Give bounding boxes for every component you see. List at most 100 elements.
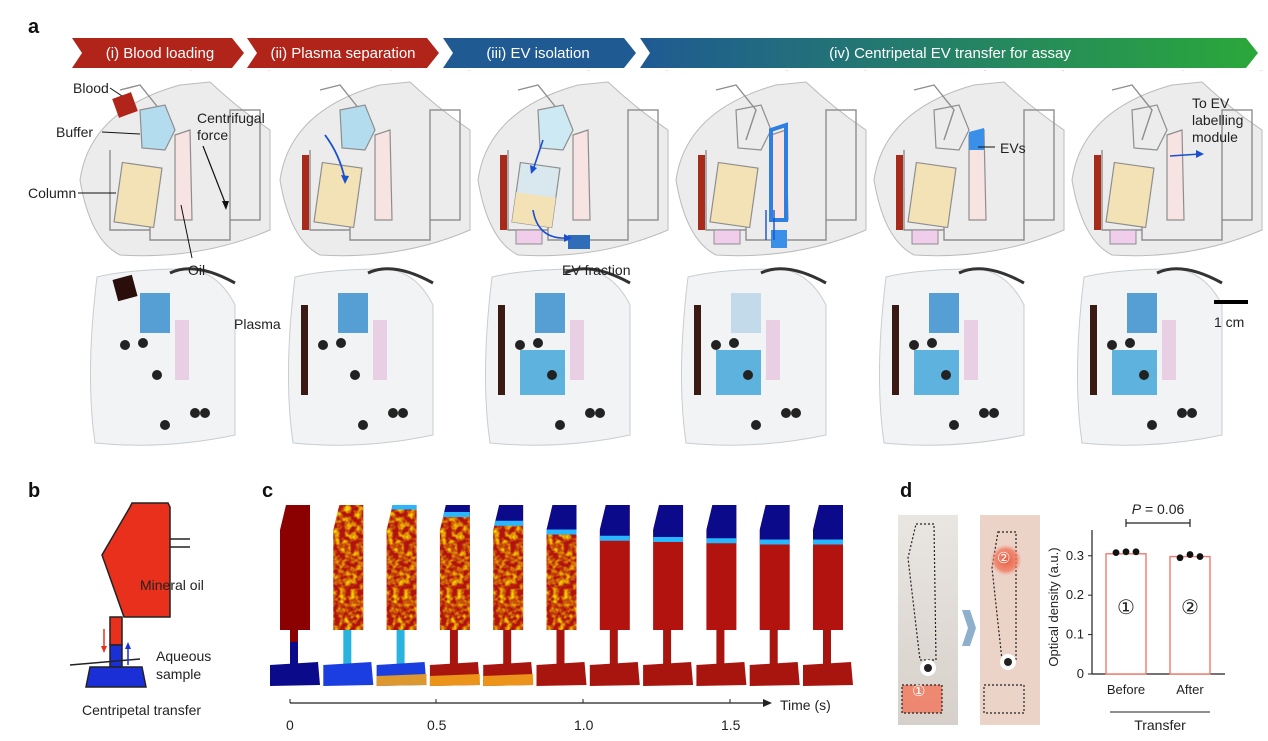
bar-label-2: ② <box>1181 597 1199 619</box>
panel-label-b: b <box>28 480 41 502</box>
stage-banner: (i) Blood loading (ii) Plasma separation… <box>72 38 1258 68</box>
aqueous-reservoir <box>85 666 147 688</box>
buffer-chamber <box>735 104 772 151</box>
chip-schematic-1 <box>79 70 271 257</box>
blood-chamber <box>112 92 138 118</box>
p-value-annotation: P = 0.06 <box>1132 501 1185 517</box>
column-chamber <box>113 161 163 229</box>
buffer-chamber <box>139 104 176 151</box>
oil-chamber <box>1166 129 1185 221</box>
plasma-strip <box>1094 155 1101 230</box>
tick-1-0: 1.0 <box>574 717 594 733</box>
tick-0-5: 0.5 <box>427 717 447 733</box>
panel-label-a: a <box>28 16 40 38</box>
sim-frame-2 <box>323 505 374 686</box>
oil-channel <box>109 616 123 646</box>
tick-0: 0 <box>286 717 294 733</box>
data-point <box>1196 553 1204 560</box>
oil-chamber <box>374 129 393 221</box>
column-chamber <box>313 161 363 229</box>
arrow-chevron <box>962 610 976 646</box>
column-chamber <box>907 161 957 229</box>
label-mineral-oil: Mineral oil <box>140 577 204 593</box>
buffer-chamber <box>1131 104 1168 151</box>
column-chamber <box>709 161 759 229</box>
chip-photos <box>89 267 1223 446</box>
panel-a-leader-lines <box>78 87 995 259</box>
stage-label-1: (i) Blood loading <box>106 45 214 62</box>
category-label-2: After <box>1176 682 1204 697</box>
chip-photo-5 <box>878 267 1025 446</box>
panel-c-simulation <box>270 505 853 707</box>
photo-marker-1: ① <box>912 683 926 700</box>
label-plasma: Plasma <box>234 316 281 332</box>
ytick-label-2: 0.2 <box>1066 587 1084 602</box>
bar-label-1: ① <box>1117 597 1135 619</box>
buffer-chamber <box>933 104 970 151</box>
column-chamber <box>1105 161 1155 229</box>
plasma-strip <box>698 155 705 230</box>
stage-arrow-1 <box>72 38 244 68</box>
ytick-label-0: 0 <box>1077 666 1084 681</box>
category-label-1: Before <box>1107 682 1145 697</box>
sim-frame-11 <box>803 505 853 686</box>
x-axis-label: Transfer <box>1134 717 1186 733</box>
aqueous-channel <box>109 644 123 668</box>
axis-label-time: Time (s) <box>780 697 831 713</box>
sim-frame-7 <box>589 505 640 686</box>
chip-photo-1 <box>89 267 236 446</box>
stage-arrow-3 <box>443 38 636 68</box>
sim-frame-4 <box>429 505 480 686</box>
bar-before <box>1105 553 1147 675</box>
label-aqueous-sample: Aqueous sample <box>156 648 212 682</box>
label-centrifugal-force: Centrifugal force <box>197 110 265 143</box>
stage-arrow-4 <box>640 38 1258 68</box>
chip-photo-6 <box>1076 267 1223 446</box>
sim-frame-8 <box>643 505 694 686</box>
ytick-label-1: 0.1 <box>1066 627 1084 642</box>
tick-1-5: 1.5 <box>721 717 741 733</box>
label-ev-fraction: EV fraction <box>562 262 631 278</box>
sim-frame-10 <box>749 505 800 686</box>
label-to-ev-module: To EV labelling module <box>1192 95 1244 145</box>
chip-schematic-2 <box>279 70 471 257</box>
evs-region <box>969 128 984 150</box>
label-evs: EVs <box>1000 140 1026 156</box>
data-point <box>1176 554 1184 562</box>
panel-b-diagram <box>69 502 190 688</box>
label-buffer: Buffer <box>56 124 94 140</box>
chip-schematic-4 <box>675 70 867 257</box>
stage-arrow-2 <box>247 38 439 68</box>
label-blood: Blood <box>73 80 109 96</box>
plasma-strip <box>302 155 309 230</box>
stage-label-3: (iii) EV isolation <box>486 45 589 62</box>
data-point <box>1132 548 1140 556</box>
y-axis-label: Optical density (a.u.) <box>1046 547 1061 666</box>
chip-photo-3 <box>484 267 631 446</box>
caption-centripetal-transfer: Centripetal transfer <box>82 702 202 718</box>
chip-photo-4 <box>680 267 827 446</box>
scale-bar-label: 1 cm <box>1214 314 1245 330</box>
chip-schematic-5 <box>873 70 1065 257</box>
plasma-strip <box>896 155 903 230</box>
data-point <box>1186 551 1194 558</box>
label-oil: Oil <box>188 262 206 278</box>
chip-photo-2 <box>287 267 434 446</box>
buffer-chamber <box>339 104 376 151</box>
sim-frame-3 <box>376 505 427 686</box>
sim-frame-6 <box>536 505 587 686</box>
oil-chamber <box>174 129 193 221</box>
sim-frame-5 <box>483 505 534 686</box>
oil-chamber <box>101 502 171 618</box>
stage-label-4: (iv) Centripetal EV transfer for assay <box>829 45 1071 62</box>
scale-bar <box>1214 300 1248 304</box>
stage-label-2: (ii) Plasma separation <box>270 45 415 62</box>
data-point <box>1122 548 1130 556</box>
buffer-chamber <box>537 104 574 151</box>
ev-fraction-chamber <box>568 235 590 249</box>
label-column: Column <box>28 185 77 201</box>
sim-frame-9 <box>696 505 747 686</box>
sim-frame-1 <box>270 505 320 686</box>
